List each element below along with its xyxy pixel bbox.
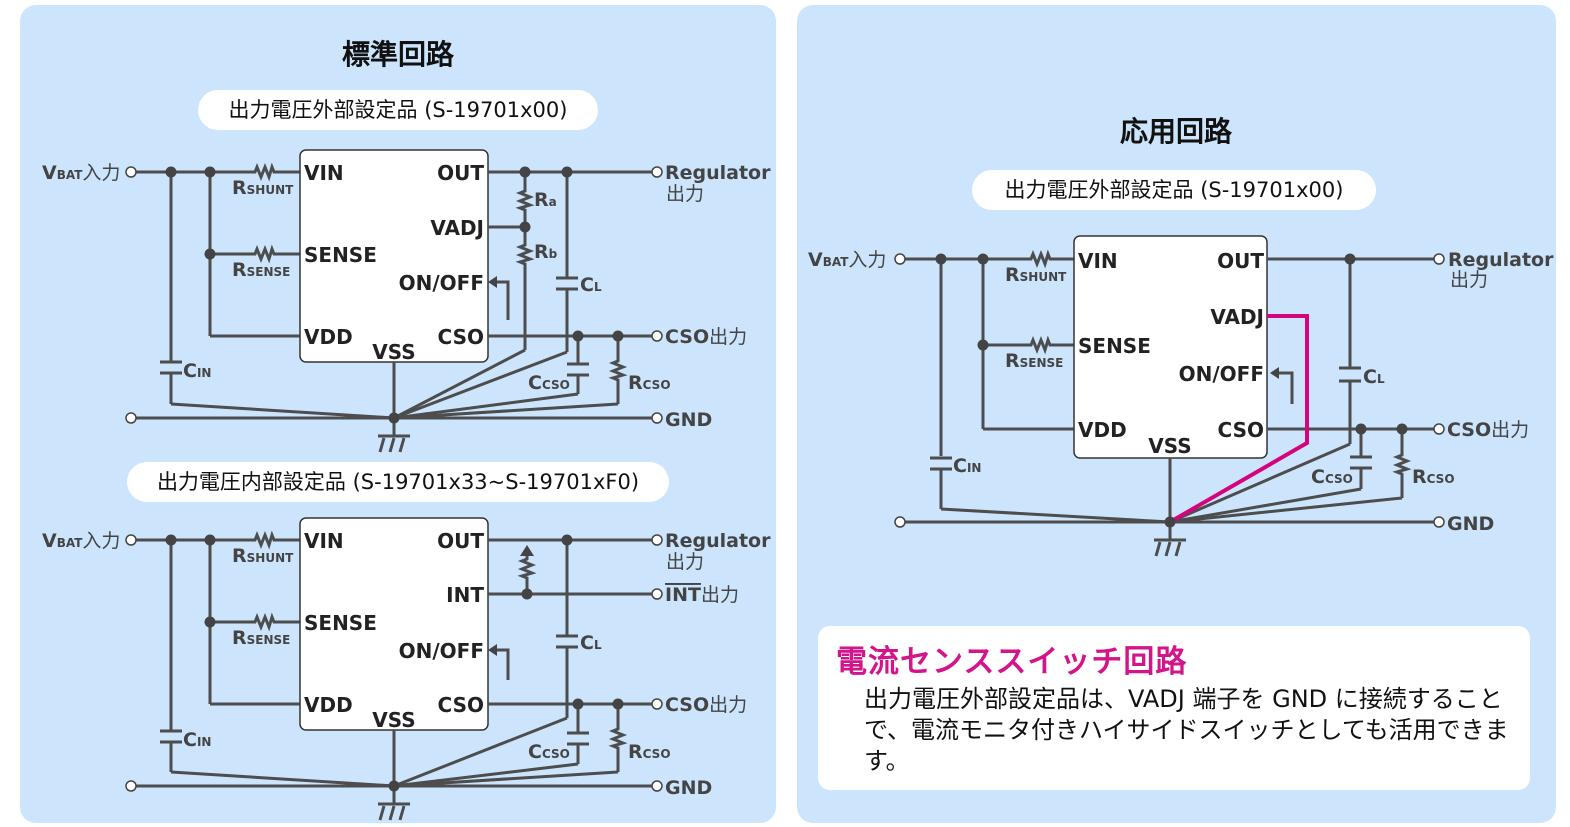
cin-label: CIN <box>183 729 211 751</box>
regulator-output-label: Regulator <box>1448 249 1554 271</box>
rsense-label: RSENSE <box>232 627 290 649</box>
vbat-terminal <box>125 166 137 178</box>
pin-cso: CSO <box>438 325 484 349</box>
gnd-label: GND <box>1447 513 1494 535</box>
pin-vin: VIN <box>304 161 344 185</box>
pin-vss: VSS <box>372 340 415 364</box>
regulator-output-cjk: 出力 <box>666 183 704 205</box>
gnd-left-terminal <box>125 412 137 424</box>
regulator-output-label: Regulator <box>665 162 771 184</box>
standard-circuit-title: 標準回路 <box>342 38 455 71</box>
pin-vdd: VDD <box>304 325 353 349</box>
pin-vdd: VDD <box>304 693 353 717</box>
vbat-input-label: VBAT入力 <box>42 530 120 552</box>
rsense-label: RSENSE <box>232 259 290 281</box>
application-subtitle: 出力電圧外部設定品 (S-19701x00) <box>1005 178 1344 202</box>
pin-sense: SENSE <box>304 611 377 635</box>
circuit-internal-setting: 出力電圧内部設定品 (S-19701x33~S-19701xF0) <box>42 462 771 822</box>
pin-onoff: ON/OFF <box>1179 362 1264 386</box>
pin-cso: CSO <box>438 693 484 717</box>
pin-onoff: ON/OFF <box>399 639 484 663</box>
cso-output-label: CSO出力 <box>665 326 747 348</box>
rcso-label: RCSO <box>628 372 671 394</box>
pin-vss: VSS <box>372 708 415 732</box>
pin-vdd: VDD <box>1078 418 1127 442</box>
cso-output-label: CSO出力 <box>1447 419 1529 441</box>
rshunt-label: RSHUNT <box>232 545 294 567</box>
cso-output-label: CSO出力 <box>665 694 747 716</box>
pin-vadj: VADJ <box>1210 305 1264 329</box>
ccso-label: CCSO <box>528 372 570 394</box>
vbat-input-label: VBAT入力 <box>42 162 120 184</box>
ccso-label: CCSO <box>1311 466 1353 488</box>
pin-out: OUT <box>437 529 484 553</box>
cl-label: CL <box>580 632 602 654</box>
pin-vin: VIN <box>1078 249 1118 273</box>
rshunt-label: RSHUNT <box>1005 264 1067 286</box>
vbat-input-label: VBAT入力 <box>808 249 886 271</box>
rsense-label: RSENSE <box>1005 350 1063 372</box>
vadj-gnd-connection <box>1169 314 1309 524</box>
gnd-label: GND <box>665 409 712 431</box>
pin-sense: SENSE <box>1078 334 1151 358</box>
subtitle-pill <box>972 170 1376 210</box>
int-output-label: INT出力 <box>665 584 739 606</box>
pin-out: OUT <box>1217 249 1264 273</box>
gnd-terminal <box>651 412 663 424</box>
regulator-output-cjk: 出力 <box>666 551 704 573</box>
pin-vin: VIN <box>304 529 344 553</box>
note-body: 出力電圧外部設定品は、VADJ 端子を GND に接続することで、電流モニタ付き… <box>864 685 1509 775</box>
regulator-output-label: Regulator <box>665 530 771 552</box>
gnd-label: GND <box>665 777 712 799</box>
subtitle-pill <box>198 90 598 130</box>
pin-vss: VSS <box>1148 434 1191 458</box>
pin-onoff: ON/OFF <box>399 271 484 295</box>
note-title: 電流センススイッチ回路 <box>836 644 1188 680</box>
circuit-application: 出力電圧外部設定品 (S-19701x00) <box>808 170 1554 558</box>
cso-terminal <box>651 330 663 342</box>
pin-sense: SENSE <box>304 243 377 267</box>
rcso-label: RCSO <box>628 741 671 763</box>
pin-int: INT <box>446 583 484 607</box>
cin-label: CIN <box>953 455 981 477</box>
note-card <box>818 626 1530 790</box>
circuit1-subtitle: 出力電圧外部設定品 (S-19701x00) <box>229 98 568 122</box>
application-circuit-title: 応用回路 <box>1120 115 1233 148</box>
cin-label: CIN <box>183 360 211 382</box>
subtitle-pill <box>127 462 669 502</box>
circuit2-subtitle: 出力電圧内部設定品 (S-19701x33~S-19701xF0) <box>157 470 639 494</box>
pin-cso: CSO <box>1218 418 1264 442</box>
cl-label: CL <box>1363 366 1385 388</box>
circuit-external-setting: 出力電圧外部設定品 (S-19701x00) <box>42 90 771 454</box>
regulator-terminal <box>651 166 663 178</box>
cl-label: CL <box>580 274 602 296</box>
ra-label: Ra <box>534 189 557 211</box>
rb-label: Rb <box>534 241 558 263</box>
regulator-output-cjk: 出力 <box>1450 269 1488 291</box>
rcso-label: RCSO <box>1412 466 1455 488</box>
ccso-label: CCSO <box>528 741 570 763</box>
pin-vadj: VADJ <box>430 216 484 240</box>
pin-out: OUT <box>437 161 484 185</box>
rshunt-label: RSHUNT <box>232 177 294 199</box>
